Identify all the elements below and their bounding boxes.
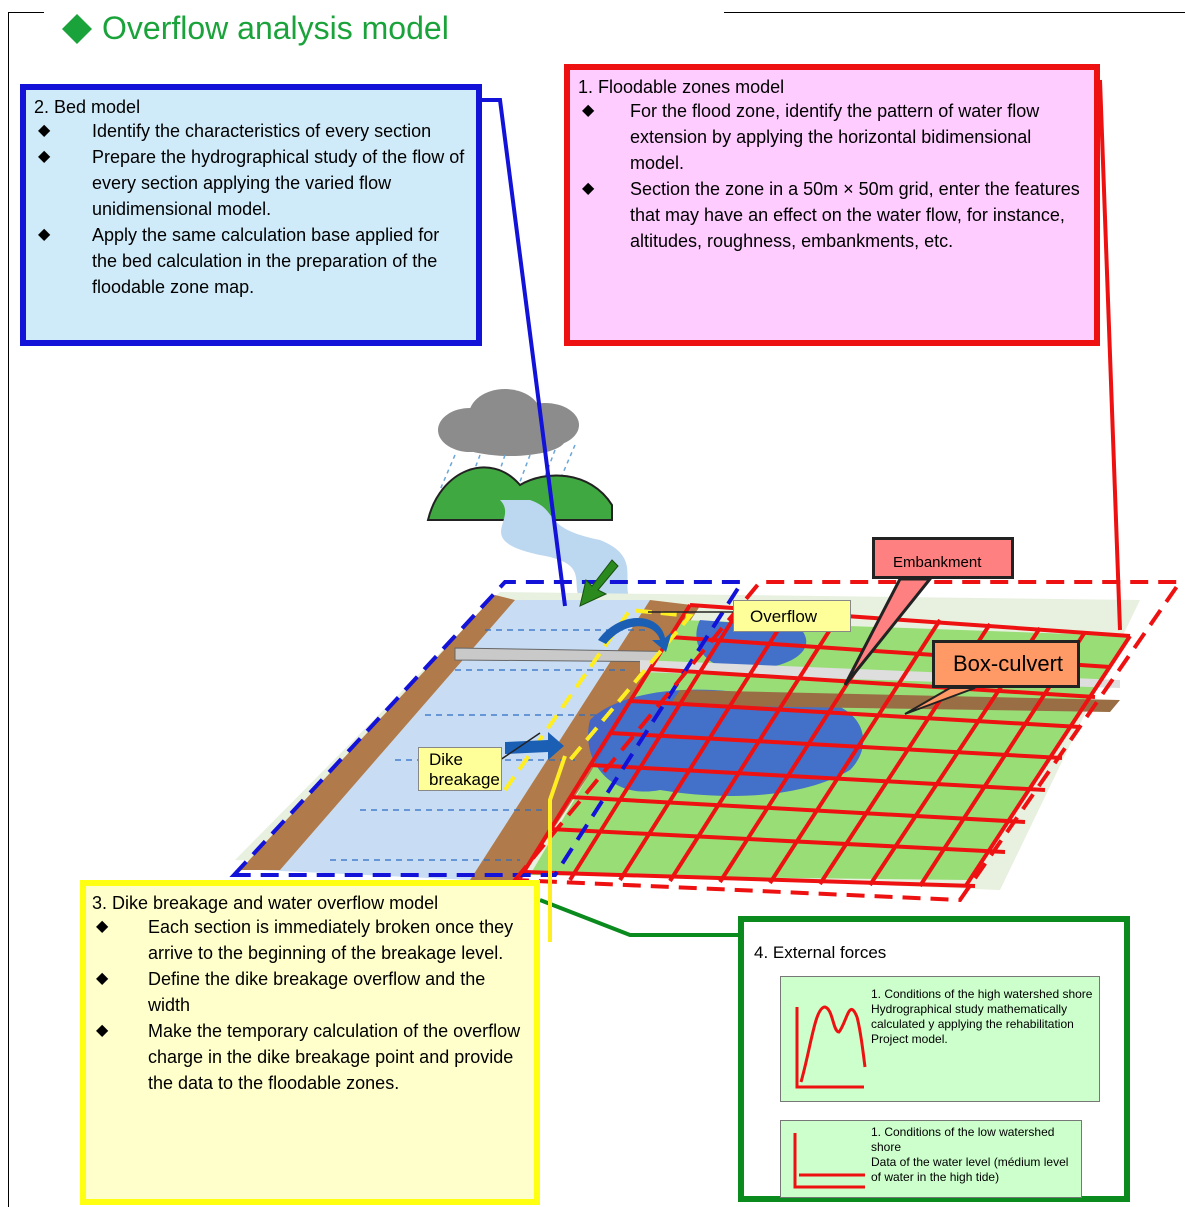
hydrograph-icon: [795, 1005, 867, 1089]
dike-model-connector: [548, 755, 567, 942]
overflow-label: Overflow: [733, 600, 851, 632]
high-shore-text: 1. Conditions of the high watershed shor…: [871, 987, 1093, 1046]
diamond-icon: [62, 13, 92, 44]
list-item: ◆Prepare the hydrographical study of the…: [34, 144, 468, 222]
list-item: ◆Apply the same calculation base applied…: [34, 222, 468, 300]
page-title-text: Overflow analysis model: [102, 10, 449, 46]
external-forces-heading: 4. External forces: [754, 943, 887, 962]
frame-top-right-line: [724, 12, 1185, 13]
bed-model-heading: 2. Bed model: [34, 97, 141, 117]
external-forces-connector: [539, 898, 738, 937]
external-forces-box: 4. External forces 1. Conditions of the …: [738, 916, 1130, 1202]
bed-model-connector: [482, 98, 567, 607]
river-channel: [260, 600, 650, 880]
diamond-bullet-icon: ◆: [96, 1022, 109, 1039]
embankment-label: Embankment: [872, 537, 1014, 579]
list-item: ◆Make the temporary calculation of the o…: [92, 1018, 528, 1096]
page-title: Overflow analysis model: [62, 10, 449, 47]
bed-model-zone-outline: [229, 580, 746, 877]
low-shore-conditions-panel: 1. Conditions of the low watershed shore…: [780, 1120, 1082, 1198]
inflow-arrow-icon: [579, 559, 619, 607]
dike-breakage-label: Dike breakage: [418, 747, 502, 791]
list-item: ◆Each section is immediately broken once…: [92, 914, 528, 966]
mountains-icon: [426, 466, 613, 521]
dike-breakage-heading: 3. Dike breakage and water overflow mode…: [92, 893, 439, 913]
list-item: ◆For the flood zone, identify the patter…: [578, 98, 1086, 176]
diamond-bullet-icon: ◆: [582, 180, 595, 197]
low-shore-text: 1. Conditions of the low watershed shore…: [871, 1125, 1069, 1184]
water-level-graph-icon: [793, 1133, 865, 1189]
floodable-zones-heading: 1. Floodable zones model: [578, 77, 785, 97]
box-culvert-label: Box-culvert: [932, 640, 1080, 688]
diamond-bullet-icon: ◆: [96, 970, 109, 987]
dike-breakage-model-box: 3. Dike breakage and water overflow mode…: [80, 880, 540, 1205]
diamond-bullet-icon: ◆: [38, 148, 51, 165]
frame-top-left-line: [8, 12, 44, 13]
frame-left-line: [8, 12, 9, 1207]
left-dike: [240, 595, 515, 870]
diamond-bullet-icon: ◆: [582, 102, 595, 119]
diamond-bullet-icon: ◆: [38, 122, 51, 139]
embankment-pointer: [843, 577, 934, 686]
list-item: ◆Section the zone in a 50m × 50m grid, e…: [578, 176, 1086, 254]
dike-zone-outline: [503, 607, 694, 792]
flow-arrows: [505, 618, 672, 760]
bed-model-list: ◆Identify the characteristics of every s…: [34, 118, 468, 300]
dike-breakage-list: ◆Each section is immediately broken once…: [92, 914, 528, 1096]
dike-breakage-pointer: [499, 732, 541, 761]
high-shore-conditions-panel: 1. Conditions of the high watershed shor…: [780, 976, 1100, 1102]
list-item: ◆Define the dike breakage overflow and t…: [92, 966, 528, 1018]
diamond-bullet-icon: ◆: [96, 918, 109, 935]
floodable-zones-model-box: 1. Floodable zones model ◆For the flood …: [564, 64, 1100, 346]
river-upstream: [500, 500, 640, 610]
floodable-zones-connector: [1098, 79, 1122, 631]
floodable-zones-list: ◆For the flood zone, identify the patter…: [578, 98, 1086, 254]
list-item: ◆Identify the characteristics of every s…: [34, 118, 468, 144]
floodable-zone-outline: [510, 580, 1184, 903]
bed-model-box: 2. Bed model ◆Identify the characteristi…: [20, 84, 482, 346]
box-culvert-pointer: [904, 687, 976, 715]
diamond-bullet-icon: ◆: [38, 226, 51, 243]
